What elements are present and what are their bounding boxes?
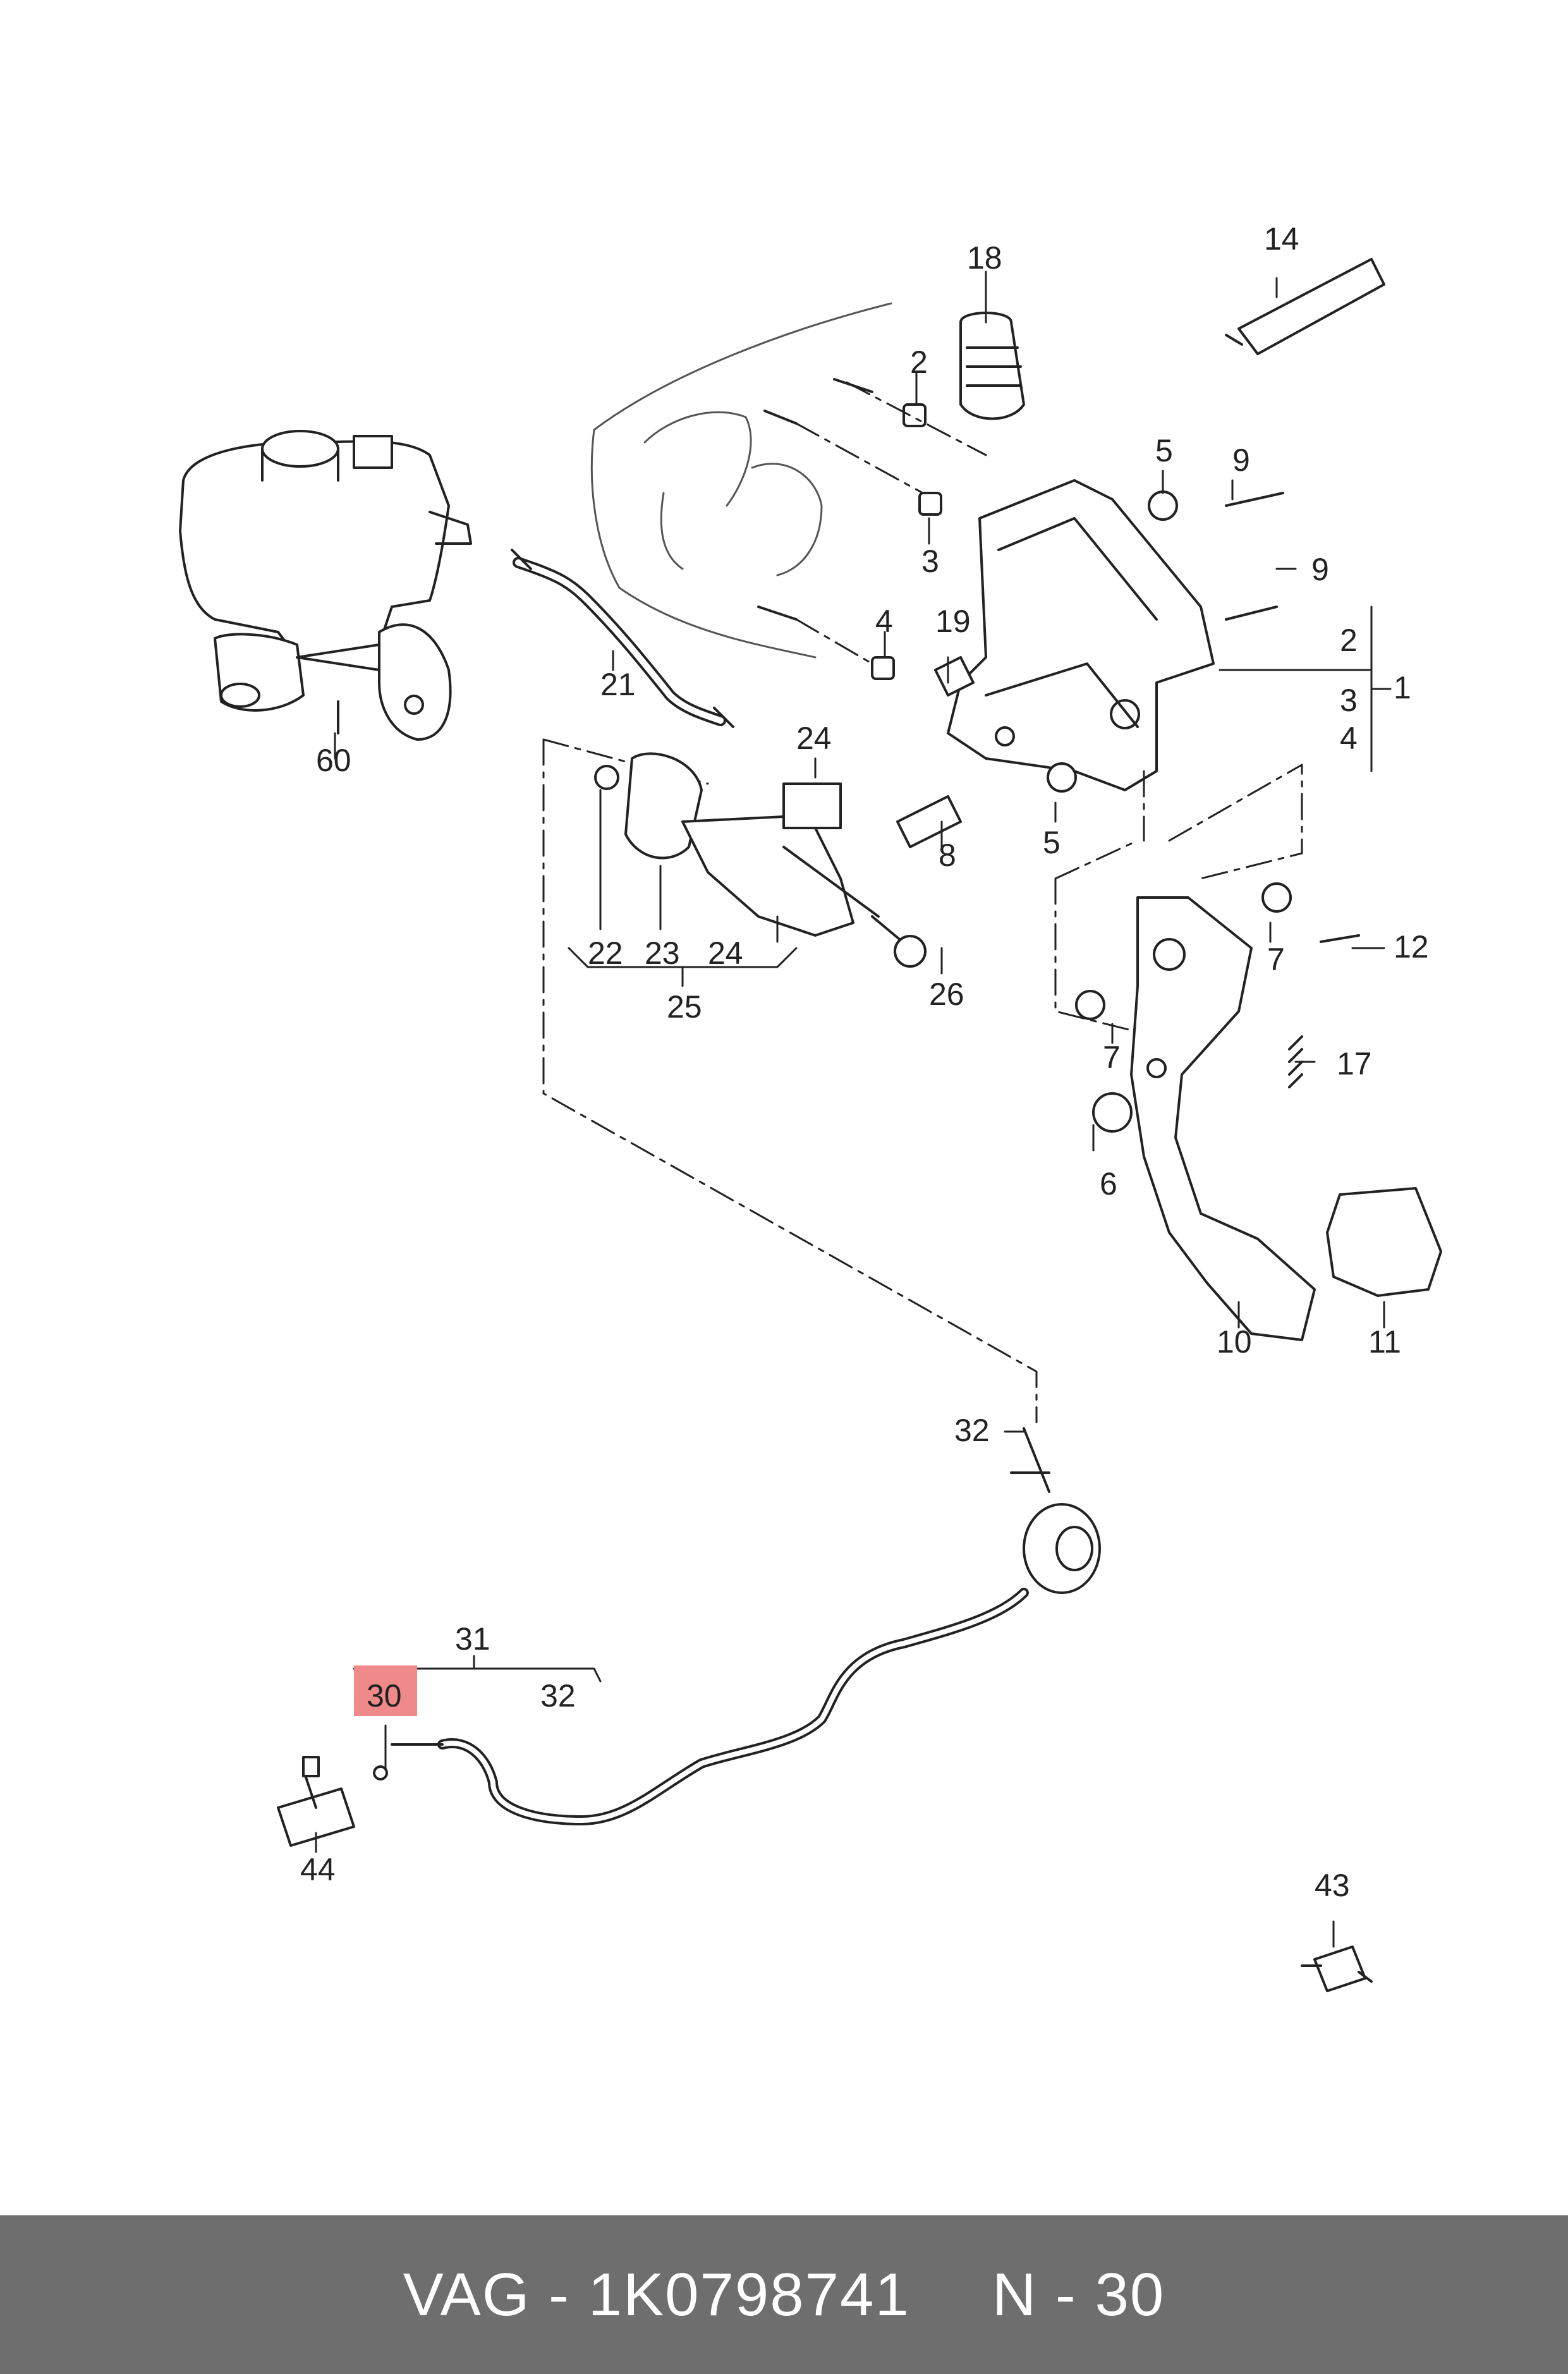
callout-5a: 5 xyxy=(1155,433,1173,468)
callout-17: 17 xyxy=(1337,1046,1372,1081)
callout-30: 30 xyxy=(367,1678,402,1714)
callout-31: 31 xyxy=(455,1621,490,1657)
pedal-bracket xyxy=(947,479,1215,791)
leader-lines xyxy=(315,271,1392,1948)
footer-bar: VAG - 1K0798741 N - 30 xyxy=(0,2215,1568,2374)
callout-2b: 2 xyxy=(1340,623,1358,658)
pedal-pad xyxy=(1326,1187,1442,1297)
body-panel-outline xyxy=(590,302,892,659)
slave-cylinder xyxy=(1010,1427,1101,1594)
bump-stop xyxy=(959,312,1025,420)
callout-23: 23 xyxy=(645,935,680,971)
clip xyxy=(1301,1945,1373,1992)
footer-separator: - xyxy=(530,2260,588,2328)
callout-14: 14 xyxy=(1264,221,1299,257)
footer-position-prefix: N xyxy=(992,2260,1038,2328)
callout-19: 19 xyxy=(935,604,971,639)
pressure-pipe xyxy=(391,1588,1029,1825)
clutch-master-cylinder xyxy=(624,752,927,968)
footer-part-number: 1K0798741 xyxy=(588,2260,910,2328)
callout-4a: 4 xyxy=(875,604,893,639)
o-ring-30 xyxy=(373,1765,388,1780)
callout-24b: 24 xyxy=(708,935,743,971)
fluid-reservoir-master-cylinder xyxy=(179,430,472,741)
callout-7b: 7 xyxy=(1103,1040,1121,1075)
callout-11: 11 xyxy=(1368,1324,1401,1360)
small-parts xyxy=(594,490,1360,1133)
callout-3a: 3 xyxy=(921,544,939,579)
callout-44: 44 xyxy=(300,1852,336,1887)
callout-60: 60 xyxy=(316,743,351,778)
callout-10: 10 xyxy=(1217,1324,1252,1360)
callout-12: 12 xyxy=(1394,929,1429,965)
callout-21: 21 xyxy=(600,667,636,702)
studs xyxy=(757,378,942,680)
callout-18: 18 xyxy=(967,240,1002,276)
callout-labels: 18 14 2 5 9 3 9 4 19 2 1 3 4 21 60 24 5 … xyxy=(300,221,1429,1903)
clutch-pedal xyxy=(1130,896,1316,1341)
parts-diagram: 18 14 2 5 9 3 9 4 19 2 1 3 4 21 60 24 5 … xyxy=(179,221,1442,1992)
callout-22: 22 xyxy=(588,935,623,971)
callout-43: 43 xyxy=(1315,1868,1350,1903)
grease-tube xyxy=(1225,258,1385,355)
callout-25: 25 xyxy=(667,989,702,1025)
callout-4b: 4 xyxy=(1340,721,1358,756)
bleed-fitting xyxy=(277,1756,355,1847)
callout-2a: 2 xyxy=(910,344,928,380)
supply-hose xyxy=(511,549,734,728)
callout-9b: 9 xyxy=(1311,552,1329,587)
footer-position-number: 30 xyxy=(1095,2260,1165,2328)
callout-9a: 9 xyxy=(1232,442,1250,478)
highlight-30 xyxy=(354,1665,417,1716)
footer-position-separator: - xyxy=(1037,2260,1095,2328)
callout-8: 8 xyxy=(939,837,956,873)
callout-5b: 5 xyxy=(1043,825,1061,860)
callout-7a: 7 xyxy=(1267,942,1285,977)
callout-6: 6 xyxy=(1100,1166,1117,1202)
callout-32a: 32 xyxy=(954,1413,990,1448)
callout-26: 26 xyxy=(929,977,964,1012)
footer-brand: VAG xyxy=(403,2260,531,2328)
callout-32b: 32 xyxy=(540,1678,576,1714)
footer-label: VAG - 1K0798741 N - 30 xyxy=(403,2260,1165,2330)
callout-1: 1 xyxy=(1394,670,1411,705)
callout-3b: 3 xyxy=(1340,683,1358,718)
callout-24a: 24 xyxy=(796,721,832,756)
